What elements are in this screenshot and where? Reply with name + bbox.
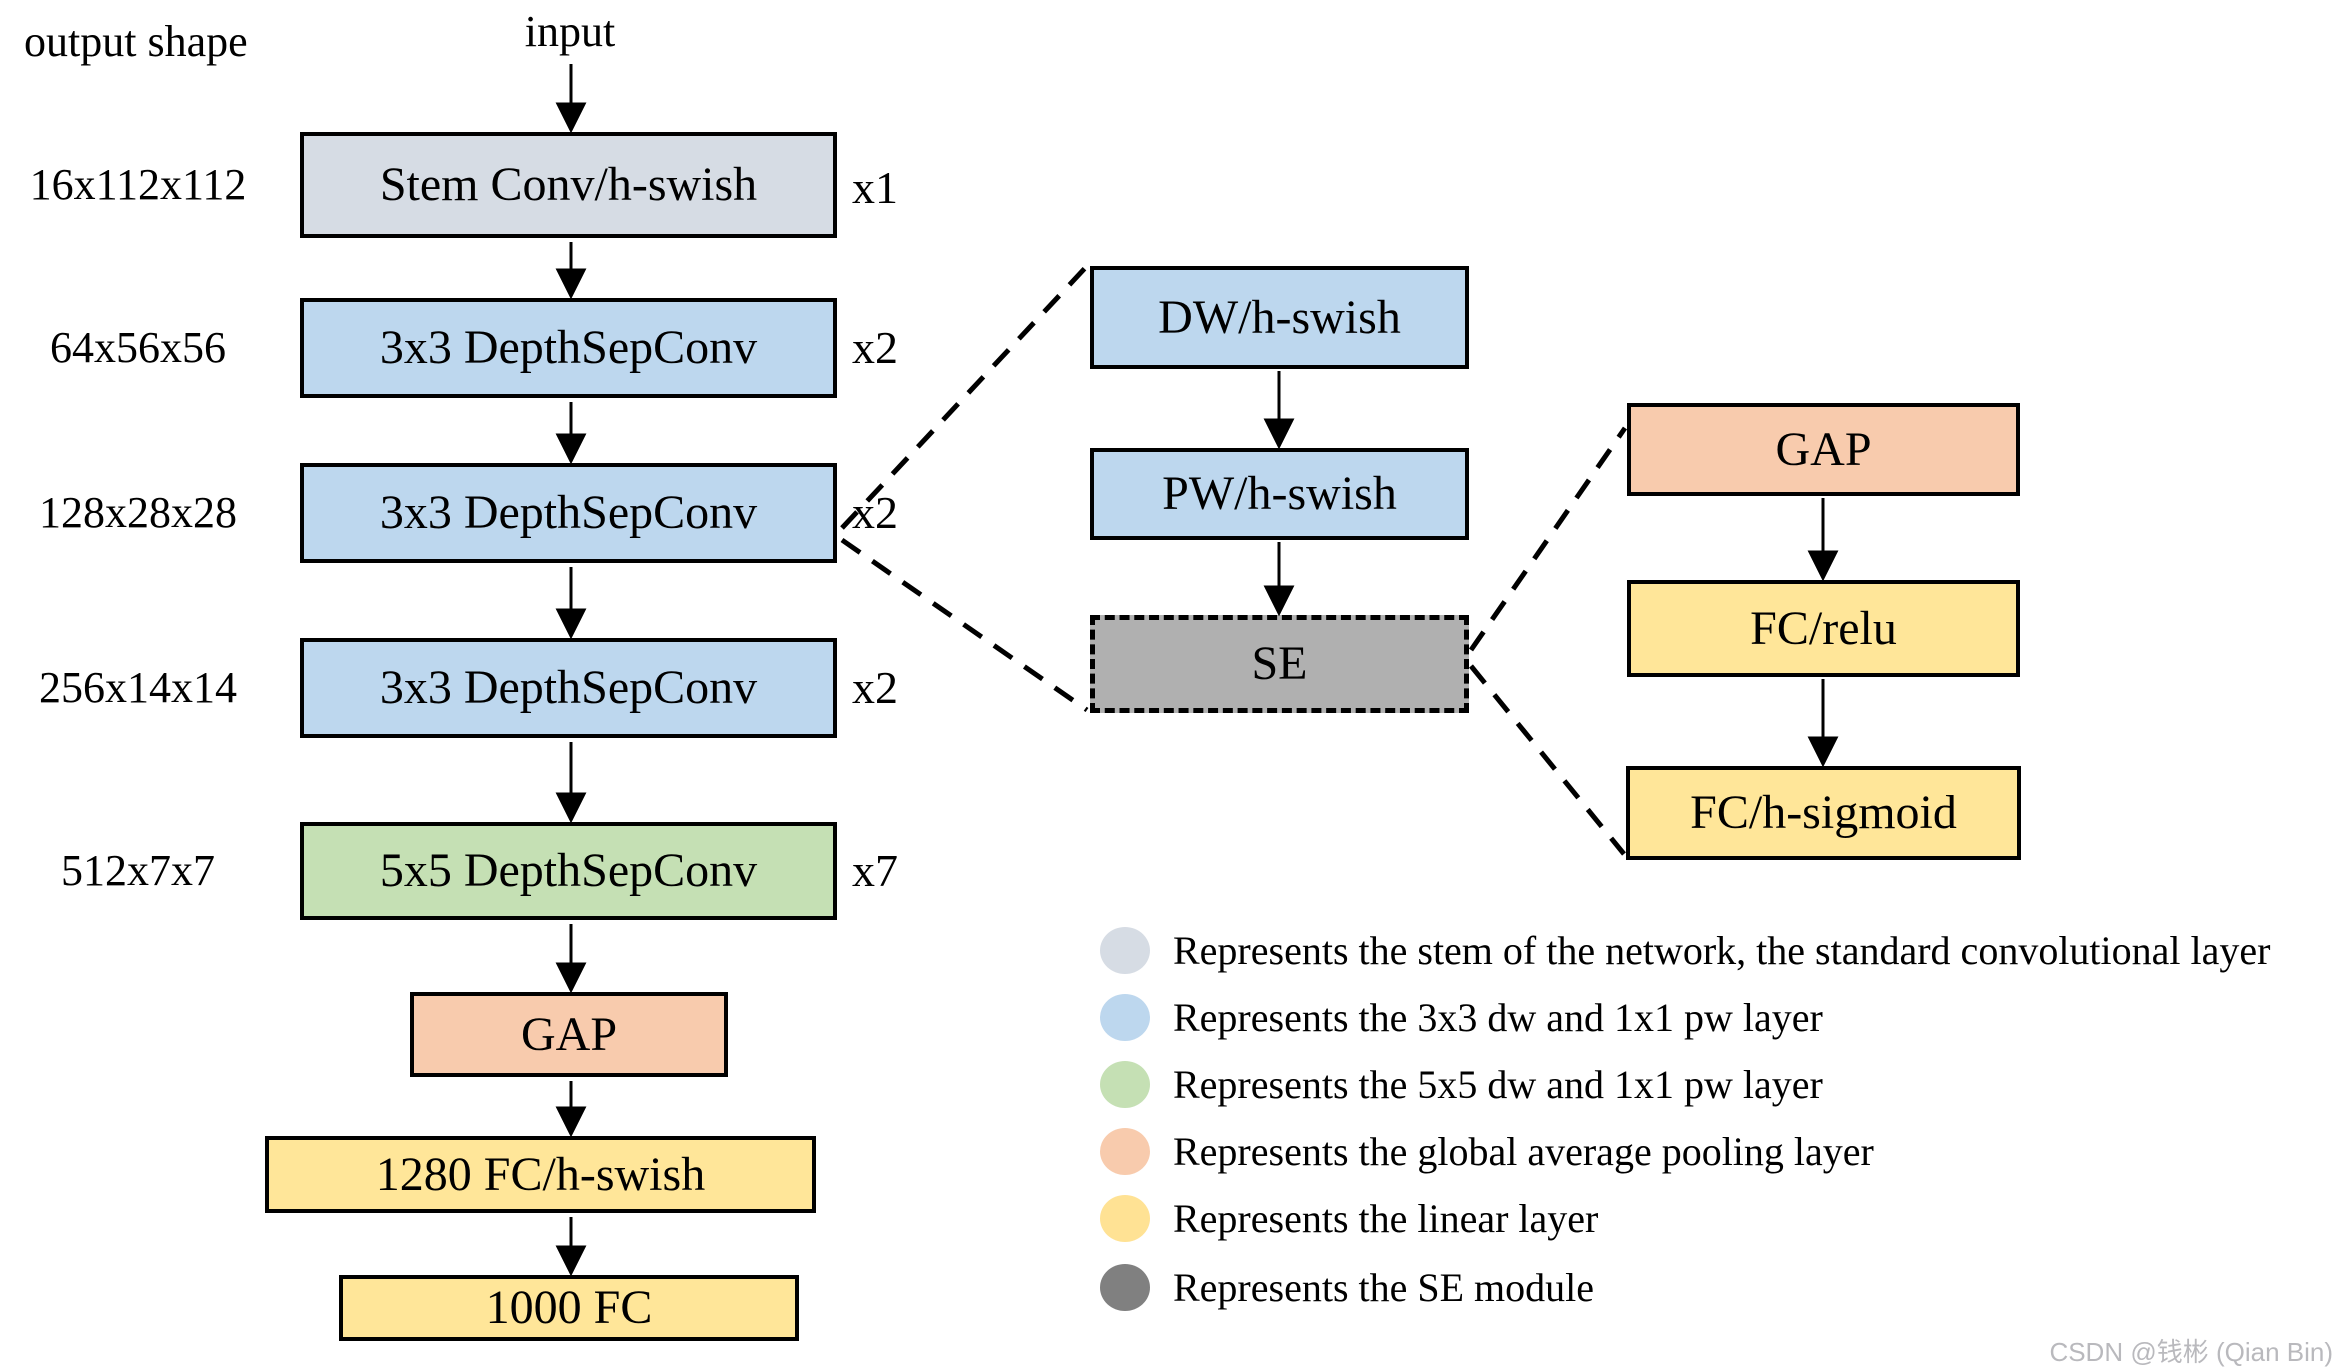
legend-label: Represents the SE module: [1173, 1264, 1595, 1310]
repeat-count-dsc1: x2: [852, 322, 898, 373]
fc-1280-box: 1280 FC/h-swish: [265, 1136, 816, 1213]
legend-color-gap-icon: [1100, 1127, 1150, 1175]
repeat-count-stem: x1: [852, 162, 898, 213]
pw-hswish-box: PW/h-swish: [1090, 448, 1469, 540]
gap-box: GAP: [410, 992, 728, 1077]
se-gap-box: GAP: [1627, 403, 2020, 496]
output-shape-dsc5: 512x7x7: [61, 846, 215, 895]
legend-label: Represents the global average pooling la…: [1173, 1128, 1874, 1174]
watermark: CSDN @钱彬 (Qian Bin): [2049, 1337, 2333, 1367]
legend-item-3x3: Represents the 3x3 dw and 1x1 pw layer: [1100, 991, 1823, 1043]
depthsepconv-2-box: 3x3 DepthSepConv: [300, 463, 837, 563]
legend-color-stem-icon: [1100, 926, 1150, 974]
depthsepconv-5x5-box: 5x5 DepthSepConv: [300, 822, 837, 920]
output-shape-header: output shape: [24, 17, 248, 66]
fc-1000-box: 1000 FC: [339, 1275, 799, 1341]
repeat-count-dsc2: x2: [852, 487, 898, 538]
dw-hswish-box: DW/h-swish: [1090, 266, 1469, 369]
legend-label: Represents the 3x3 dw and 1x1 pw layer: [1173, 994, 1823, 1040]
legend-label: Represents the 5x5 dw and 1x1 pw layer: [1173, 1061, 1823, 1107]
legend-item-stem: Represents the stem of the network, the …: [1100, 924, 2270, 976]
legend-color-se-icon: [1100, 1263, 1150, 1311]
legend-color-5x5-icon: [1100, 1060, 1150, 1108]
se-module-box: SE: [1090, 615, 1469, 713]
legend-color-3x3-icon: [1100, 993, 1150, 1041]
legend-label: Represents the linear layer: [1173, 1195, 1599, 1241]
legend-item-5x5: Represents the 5x5 dw and 1x1 pw layer: [1100, 1058, 1823, 1110]
repeat-count-dsc3: x2: [852, 662, 898, 713]
legend-item-se: Represents the SE module: [1100, 1261, 1594, 1313]
fc-relu-box: FC/relu: [1627, 580, 2020, 677]
output-shape-dsc2: 128x28x28: [39, 488, 237, 537]
depthsepconv-3-box: 3x3 DepthSepConv: [300, 638, 837, 738]
output-shape-dsc3: 256x14x14: [39, 663, 237, 712]
legend-item-gap: Represents the global average pooling la…: [1100, 1125, 1874, 1177]
legend-item-linear: Represents the linear layer: [1100, 1192, 1598, 1244]
input-label: input: [524, 7, 616, 56]
depthsepconv-1-box: 3x3 DepthSepConv: [300, 298, 837, 398]
repeat-count-dsc5: x7: [852, 845, 898, 896]
stem-conv-box: Stem Conv/h-swish: [300, 132, 837, 238]
legend-label: Represents the stem of the network, the …: [1173, 927, 2271, 973]
output-shape-dsc1: 64x56x56: [50, 323, 226, 372]
legend-color-linear-icon: [1100, 1194, 1150, 1242]
fc-hsigmoid-box: FC/h-sigmoid: [1626, 766, 2021, 860]
output-shape-stem: 16x112x112: [29, 160, 247, 209]
